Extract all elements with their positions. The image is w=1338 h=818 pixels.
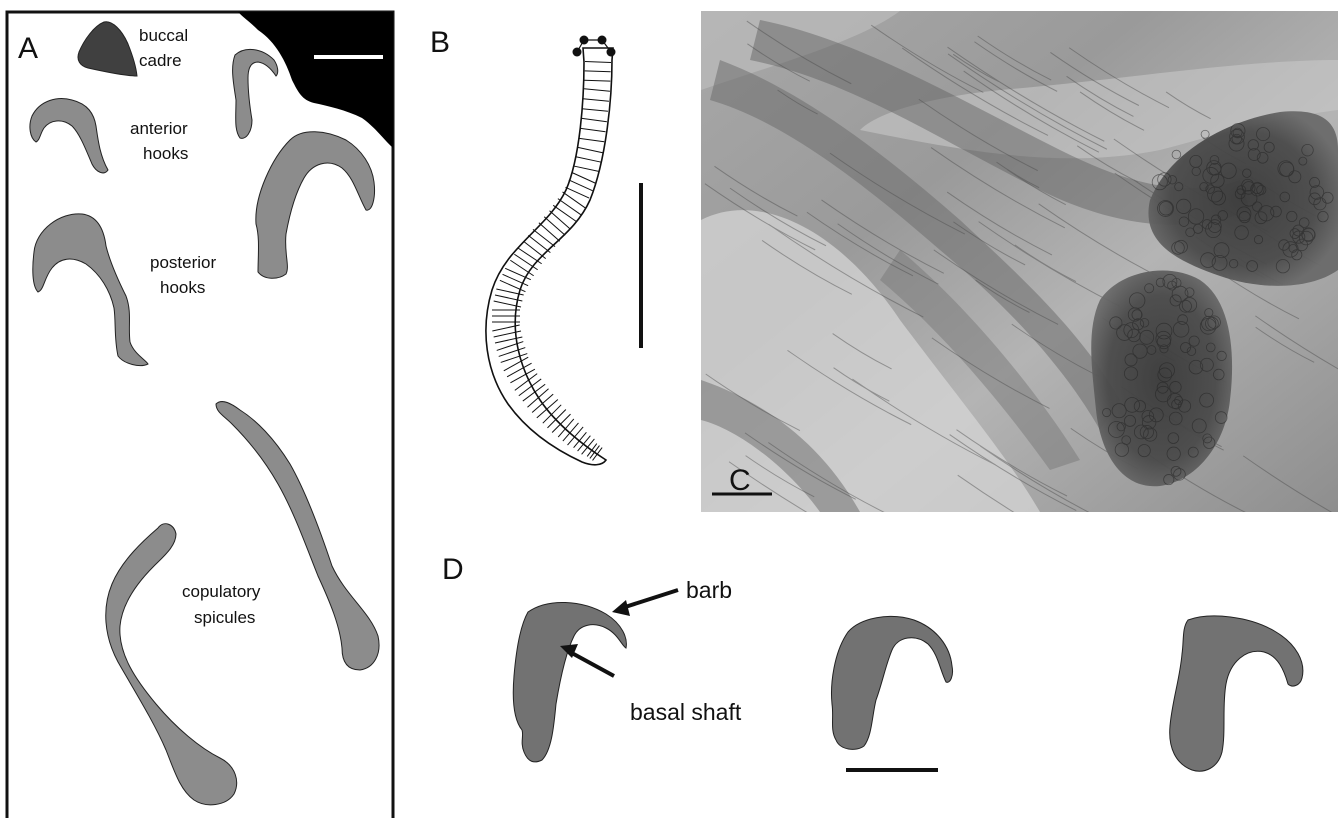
- panel-b: B: [430, 26, 641, 465]
- panel-a: A buccal cadre anterior hooks posterior …: [7, 12, 393, 818]
- panel-d-letter: D: [442, 553, 464, 586]
- buccal-label-line1: buccal: [139, 26, 188, 45]
- buccal-label-line2: cadre: [139, 51, 182, 70]
- barb-pointer: [622, 590, 678, 608]
- posterior-label-line2: hooks: [160, 278, 205, 297]
- hook-diagram-1: [513, 602, 626, 761]
- hook-diagram-2: [832, 616, 953, 749]
- copulatory-label-line1: copulatory: [182, 582, 261, 601]
- barb-label: barb: [686, 577, 732, 603]
- panel-a-letter: A: [18, 32, 38, 65]
- panel-c-letter: C: [729, 464, 751, 497]
- hook-diagram-3: [1170, 616, 1303, 771]
- anterior-label-line2: hooks: [143, 144, 188, 163]
- basal-shaft-pointer: [570, 652, 614, 676]
- panel-a-frame: [7, 12, 393, 818]
- basal-shaft-label: basal shaft: [630, 699, 742, 725]
- panel-b-letter: B: [430, 26, 450, 59]
- worm-outline: [486, 48, 613, 465]
- panel-c: C: [701, 11, 1338, 563]
- posterior-label-line1: posterior: [150, 253, 216, 272]
- copulatory-label-line2: spicules: [194, 608, 255, 627]
- anterior-label-line1: anterior: [130, 119, 188, 138]
- panel-d: D barb basal shaft: [442, 553, 1303, 771]
- barb-pointer-arrowhead: [612, 600, 630, 616]
